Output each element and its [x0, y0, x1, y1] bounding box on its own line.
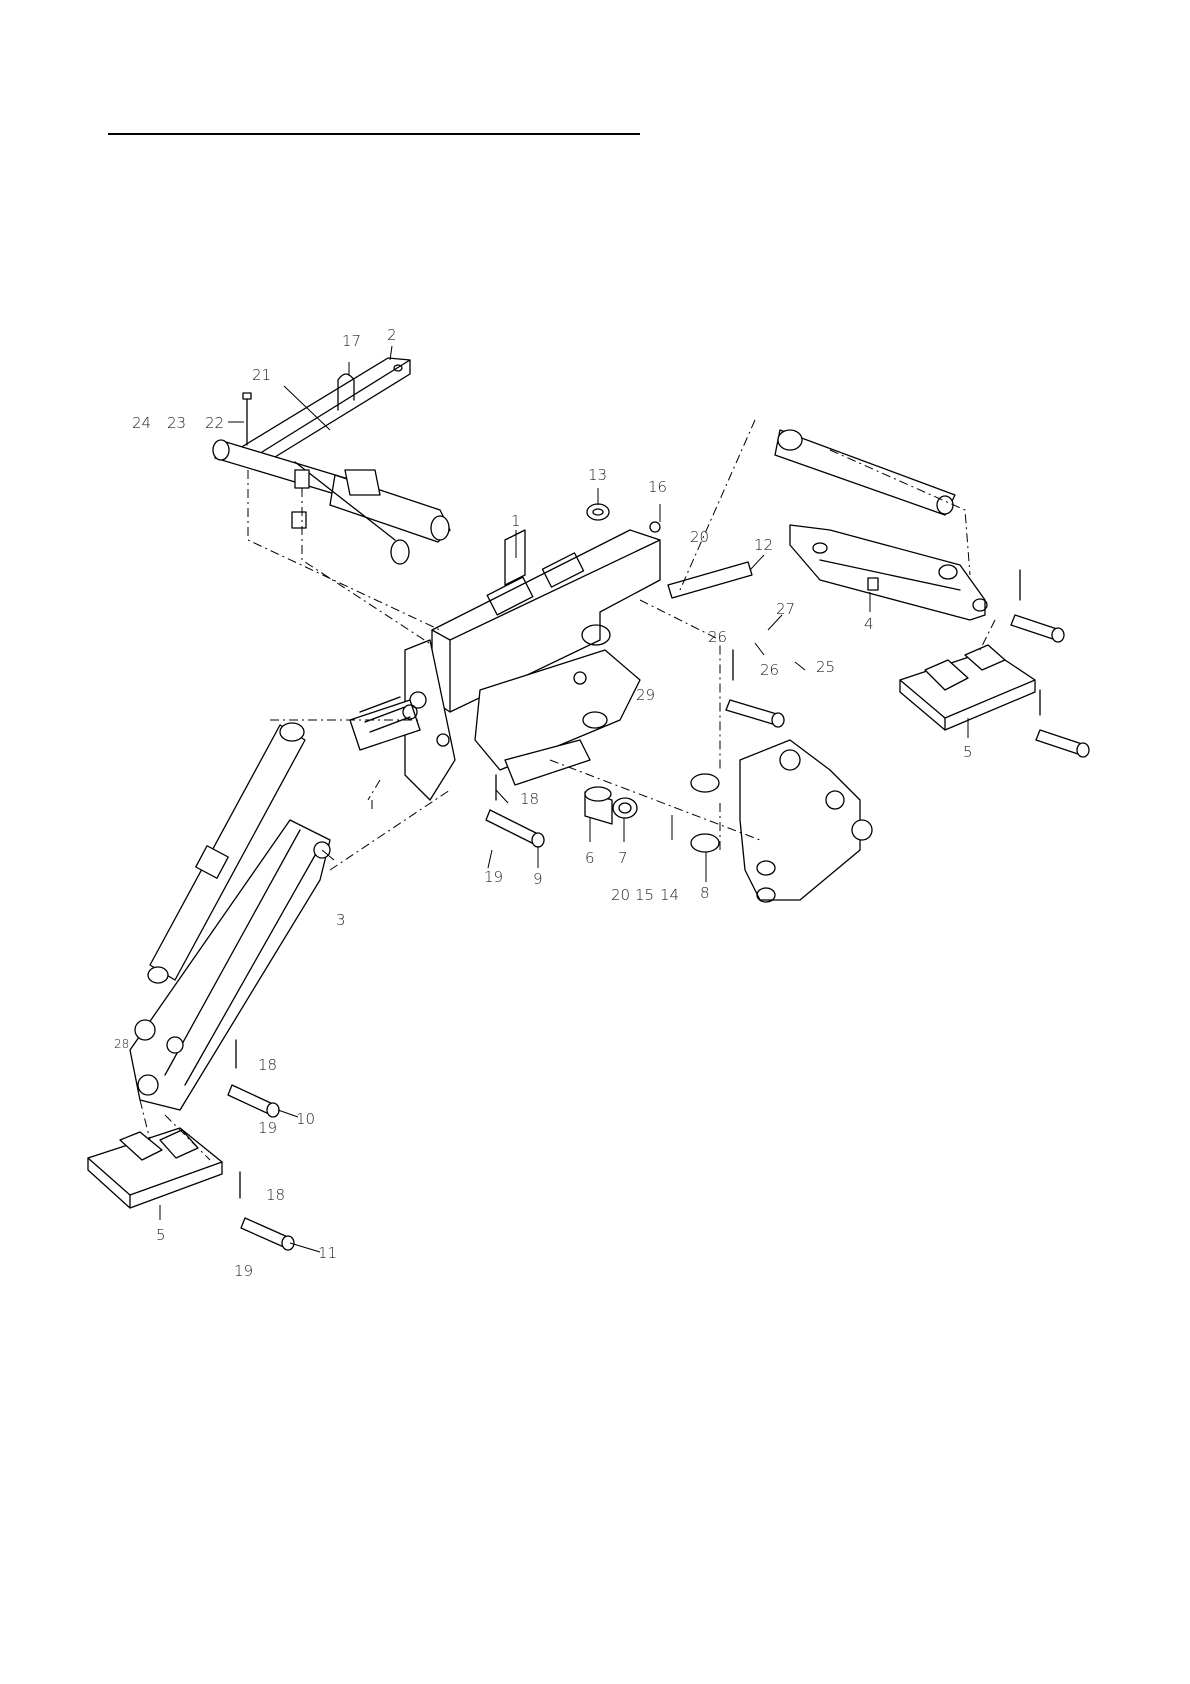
callout-3: 3	[336, 911, 346, 929]
callout-20-bottom: 20	[611, 886, 630, 904]
callout-24: 24	[132, 414, 151, 432]
callout-29: 29	[636, 686, 655, 704]
callout-13: 13	[588, 466, 607, 484]
callout-5-right: 5	[963, 743, 973, 761]
top-beam-assembly	[213, 358, 450, 564]
callout-19-arm: 19	[258, 1119, 277, 1137]
callout-11: 11	[318, 1244, 337, 1262]
callout-10: 10	[296, 1110, 315, 1128]
callout-12: 12	[754, 536, 773, 554]
callout-19-center: 19	[484, 868, 503, 886]
callout-28: 28	[114, 1037, 129, 1051]
callout-27: 27	[776, 600, 795, 618]
callout-14: 14	[660, 886, 679, 904]
callout-7: 7	[618, 849, 628, 867]
callout-19-foot: 19	[234, 1262, 253, 1280]
callout-6: 6	[585, 849, 595, 867]
callout-2: 2	[387, 326, 397, 344]
assembly-lines	[140, 420, 995, 1160]
foot-plate-left	[88, 1128, 222, 1208]
swing-bracket	[740, 740, 872, 902]
left-arm	[130, 723, 330, 1110]
callout-21: 21	[252, 366, 271, 384]
foot-plate-right	[900, 645, 1035, 730]
right-arm	[775, 430, 987, 620]
callout-4: 4	[864, 615, 874, 633]
callout-18-center: 18	[520, 790, 539, 808]
pins-and-bushings	[228, 393, 1089, 1250]
callout-16: 16	[648, 478, 667, 496]
callout-18-arm: 18	[258, 1056, 277, 1074]
callout-5-left: 5	[156, 1226, 166, 1244]
callout-26-right: 26	[760, 661, 779, 679]
callout-1: 1	[511, 512, 521, 530]
callout-25: 25	[816, 658, 835, 676]
callout-9: 9	[533, 870, 543, 888]
callout-15: 15	[635, 886, 654, 904]
callout-18-foot: 18	[266, 1186, 285, 1204]
callout-17: 17	[342, 332, 361, 350]
main-frame	[350, 530, 660, 800]
callout-23: 23	[167, 414, 186, 432]
callout-8: 8	[700, 884, 710, 902]
callout-22: 22	[205, 414, 224, 432]
callout-20-top: 20	[690, 528, 709, 546]
callout-26-left: 26	[708, 628, 727, 646]
